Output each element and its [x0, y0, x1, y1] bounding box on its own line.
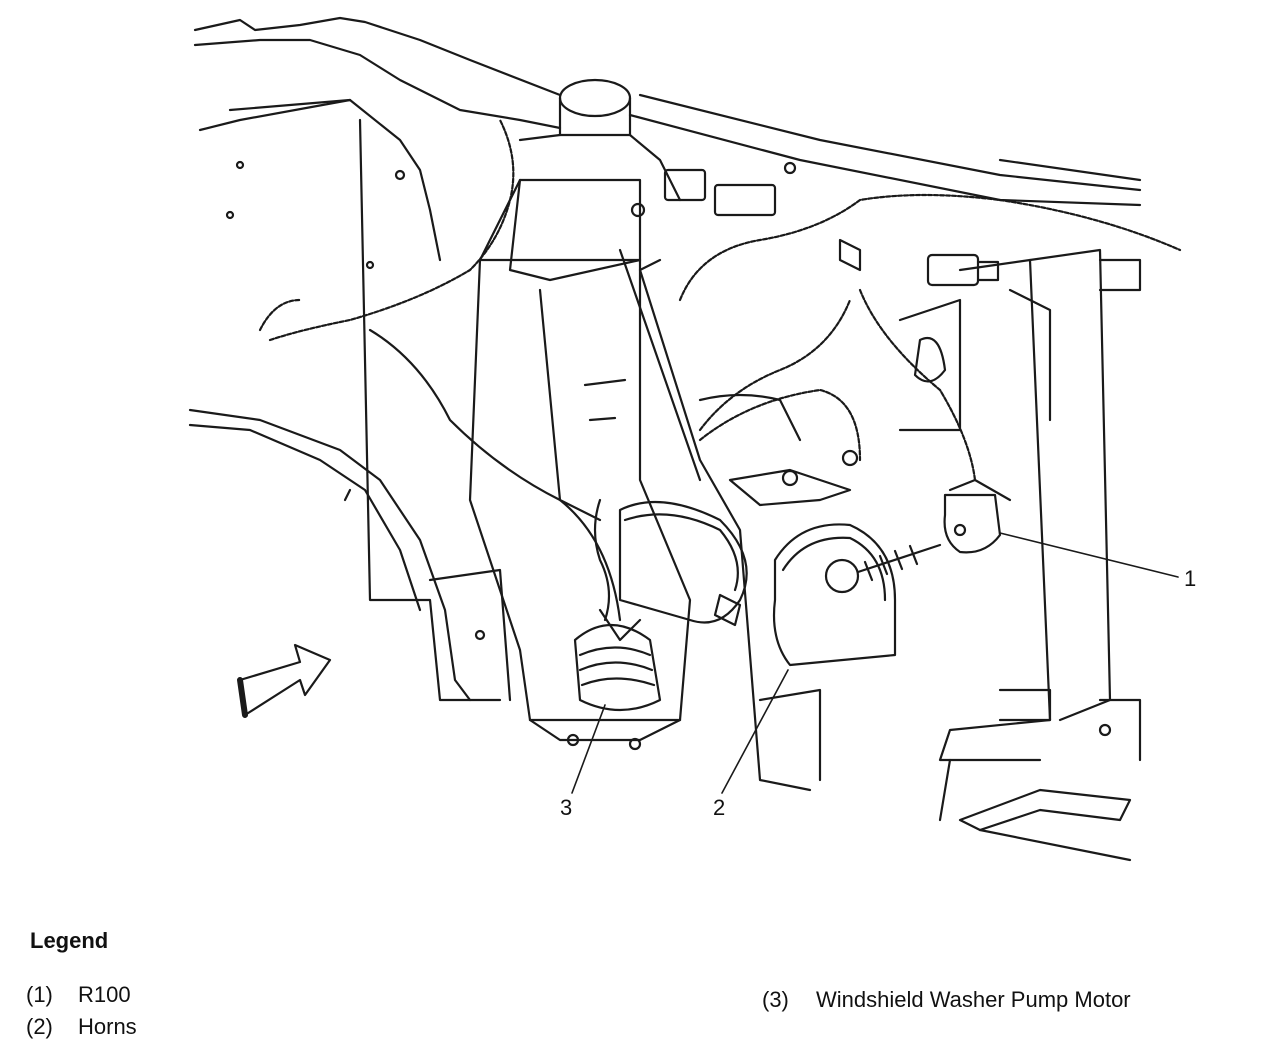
- legend-item-number: (3): [762, 987, 789, 1012]
- legend: Legend (1) R100 (2) Horns (3) Windshield Wa…: [0, 910, 1264, 1058]
- wiring-harness: [258, 118, 1182, 482]
- connector-r100: [838, 238, 1000, 287]
- ground-wire: [368, 328, 622, 622]
- connector-upper: [630, 161, 797, 218]
- legend-item-number: (2): [26, 1014, 53, 1039]
- legend-item-label: Horns: [78, 1014, 137, 1039]
- legend-title: Legend: [30, 928, 109, 953]
- washer-pump-motor: [573, 498, 662, 712]
- leader-lines: [571, 532, 1179, 794]
- legend-item-washer-pump-motor: (3) Windshield Washer Pump Motor: [762, 987, 1131, 1013]
- horn-right: [772, 523, 942, 667]
- legend-item-r100: (1) R100: [26, 982, 131, 1008]
- callout-1-label: 1: [1184, 566, 1197, 591]
- washer-reservoir: [468, 78, 692, 751]
- callout-3-label: 3: [560, 795, 573, 820]
- radiator-support: [618, 248, 1142, 862]
- legend-item-number: (1): [26, 982, 53, 1007]
- fender-upper-panel: [193, 16, 1142, 262]
- legend-item-label: R100: [78, 982, 131, 1007]
- r100-mount: [943, 478, 1012, 554]
- inner-fender: [188, 118, 512, 702]
- horn-bracket: [698, 393, 859, 507]
- legend-item-label: Windshield Washer Pump Motor: [816, 987, 1131, 1012]
- horn-left: [618, 500, 748, 627]
- legend-item-horns: (2) Horns: [26, 1014, 137, 1040]
- callout-2-label: 2: [713, 795, 726, 820]
- engine-compartment-diagram: [188, 16, 1182, 862]
- front-direction-arrow: [237, 643, 332, 718]
